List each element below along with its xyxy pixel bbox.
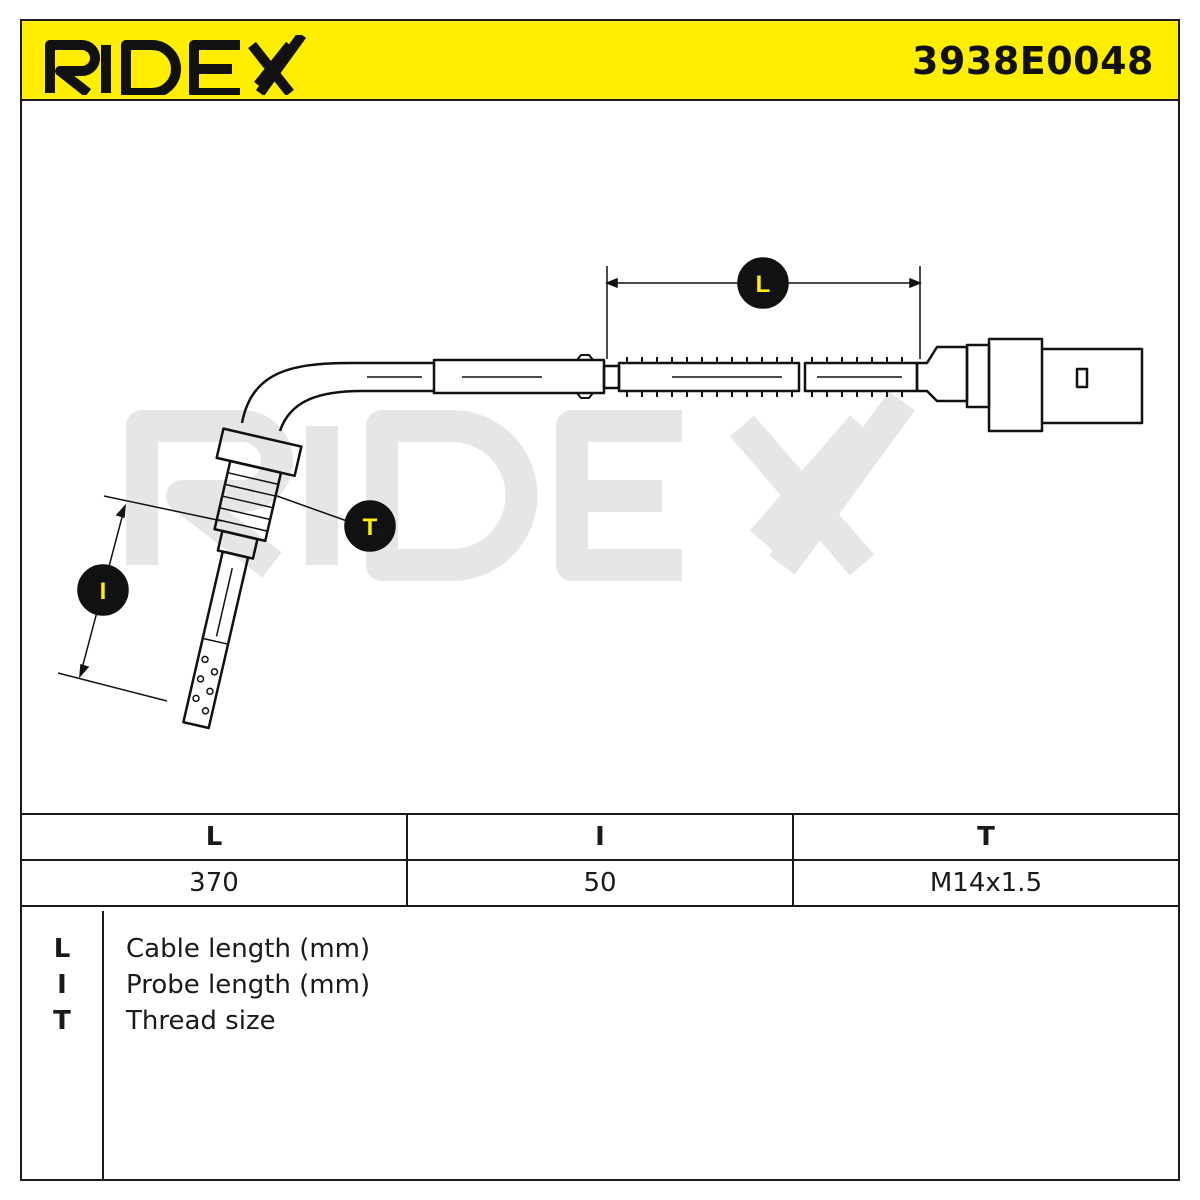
callout-I [77, 564, 129, 616]
callout-L-text: L [756, 271, 771, 298]
sensor-drawing: L I T [57, 257, 1144, 730]
legend-key: L [53, 934, 71, 964]
dimension-L [604, 257, 923, 359]
ridex-logo [45, 35, 307, 95]
callout-T-text: T [363, 514, 378, 541]
callout-I-text: I [100, 578, 107, 605]
spec-value-row: 370 50 M14x1.5 [20, 859, 1180, 907]
header-bar: 3938E0048 [20, 19, 1180, 101]
spec-header-cell: L [20, 813, 408, 861]
callout-T [344, 500, 396, 552]
legend-key: I [57, 970, 67, 1000]
spec-table: L I T 370 50 M14x1.5 [20, 813, 1180, 907]
spec-header-row: L I T [20, 813, 1180, 861]
legend-label: Probe length (mm) [126, 970, 371, 1000]
spec-value-cell: 370 [20, 859, 408, 907]
spec-header-cell: T [792, 813, 1180, 861]
legend-keys: L I T [22, 911, 104, 1179]
spec-header-cell: I [406, 813, 794, 861]
spec-value-cell: M14x1.5 [792, 859, 1180, 907]
legend-label: Thread size [126, 1006, 276, 1036]
legend-label: Cable length (mm) [126, 934, 371, 964]
legend-key: T [53, 1006, 71, 1036]
callout-L [737, 257, 789, 309]
spec-value-cell: 50 [406, 859, 794, 907]
ridex-watermark [126, 391, 915, 581]
connector [915, 345, 969, 403]
dimension-I [57, 495, 223, 702]
part-number: 3938E0048 [912, 39, 1154, 83]
legend: L I T Cable length (mm) Probe length (mm… [20, 911, 1180, 1181]
leader-T [276, 495, 396, 552]
cable-braid-1 [617, 361, 801, 393]
legend-descriptions: Cable length (mm) Probe length (mm) Thre… [126, 931, 370, 1039]
cable-bend [240, 361, 434, 424]
probe [182, 550, 250, 730]
